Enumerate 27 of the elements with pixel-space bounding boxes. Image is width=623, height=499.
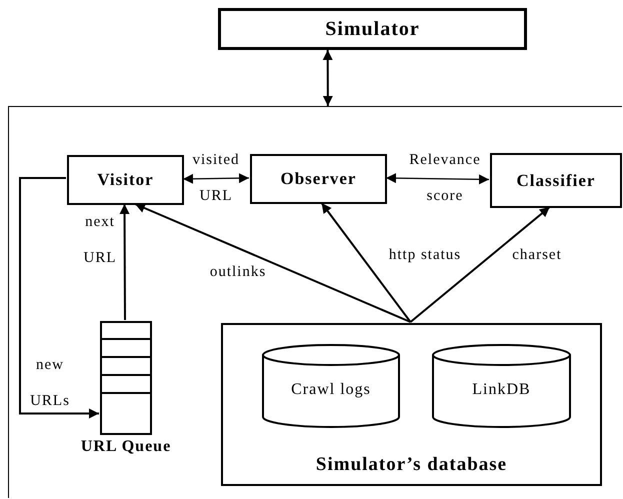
arrow [120, 204, 130, 320]
box-title: Observer [280, 169, 356, 189]
system-boundary [8, 106, 622, 498]
edge-label: next URL [82, 213, 118, 268]
box-title: Visitor [97, 170, 154, 190]
box-title: Simulator [325, 18, 420, 40]
process-box [250, 154, 387, 204]
queue-label: URL Queue [80, 438, 172, 456]
arrow [410, 206, 550, 323]
edge-label: new URLs [29, 356, 71, 411]
edge-label: Relevance score [408, 151, 482, 206]
panel-title: Simulator’s database [316, 454, 508, 476]
edge-label: visited URL [192, 151, 240, 206]
cylinder-label: LinkDB [472, 381, 531, 399]
arrow [134, 203, 411, 323]
arrow [19, 177, 99, 418]
arrow [322, 50, 333, 106]
database-panel [221, 323, 602, 486]
process-box [67, 155, 184, 205]
arrow [386, 173, 489, 184]
arrow [183, 173, 249, 184]
edge-label: http status [388, 246, 462, 264]
arrow [320, 202, 412, 323]
simulator-box [218, 8, 527, 50]
box-title: Classifier [516, 170, 596, 190]
process-box [490, 153, 622, 208]
cylinder-label: Crawl logs [291, 381, 371, 399]
